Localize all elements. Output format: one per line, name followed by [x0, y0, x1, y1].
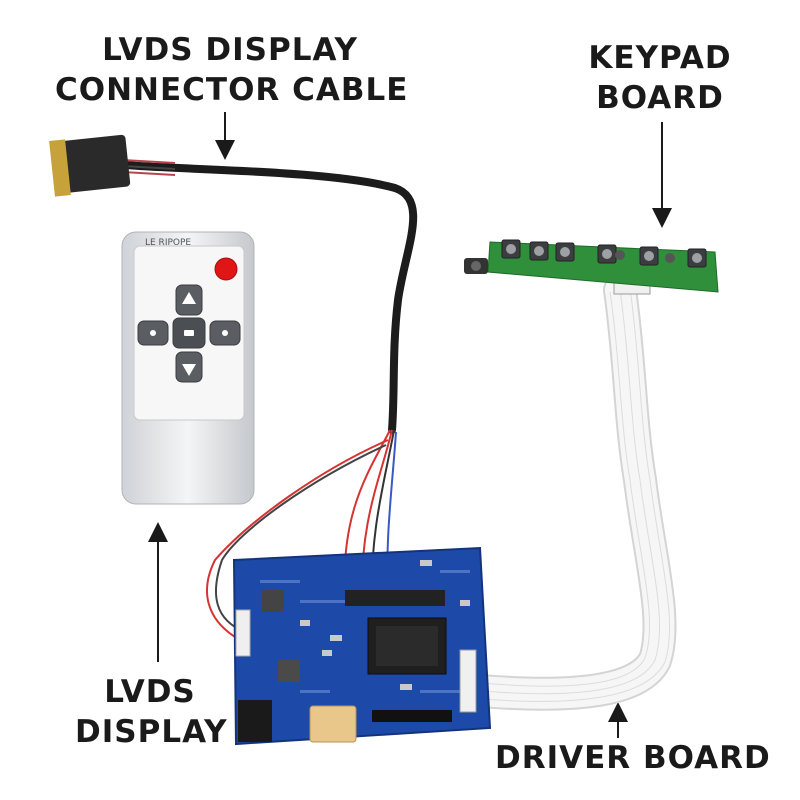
main-chip: [367, 617, 447, 675]
remote-control: LE RIPOPE: [121, 231, 255, 505]
ir-receiver: [464, 258, 488, 274]
hdmi-port: [309, 705, 357, 743]
lvds-cable-label-line2: CONNECTOR CABLE: [55, 72, 409, 108]
lvds-wire-bundle: [206, 429, 397, 641]
dpad-glyphs: [150, 292, 228, 376]
ribbon-cable: [453, 273, 677, 711]
remote-brand: LE RIPOPE: [145, 238, 191, 248]
keypad-label-line2: BOARD: [596, 80, 724, 116]
lvds-cable: [49, 134, 418, 434]
lvds-cable-label-line1: LVDS DISPLAY: [102, 32, 358, 68]
inductor-1: [262, 590, 284, 612]
driver-board: [232, 546, 492, 746]
keypad-buttons: [501, 239, 707, 268]
lvds-socket: [345, 590, 445, 606]
lvds-display-label-line2: DISPLAY: [75, 714, 228, 750]
power-jack: [238, 700, 272, 742]
keypad-board-label: KEYPAD BOARD: [580, 38, 740, 118]
lvds-display-label: LVDS DISPLAY: [75, 672, 228, 752]
side-connector: [235, 609, 251, 657]
inductor-2: [278, 660, 300, 682]
keypad-label-line1: KEYPAD: [588, 40, 732, 76]
ribbon-connector-driver: [459, 649, 477, 713]
lvds-display-label-line1: LVDS: [104, 674, 196, 710]
lvds-cable-label: LVDS DISPLAY CONNECTOR CABLE: [55, 30, 409, 110]
driver-board-label: DRIVER BOARD: [495, 740, 771, 776]
keypad-board: [464, 239, 719, 293]
pin-header: [372, 710, 452, 722]
power-button[interactable]: [214, 257, 238, 281]
lvds-connector: [49, 134, 131, 197]
